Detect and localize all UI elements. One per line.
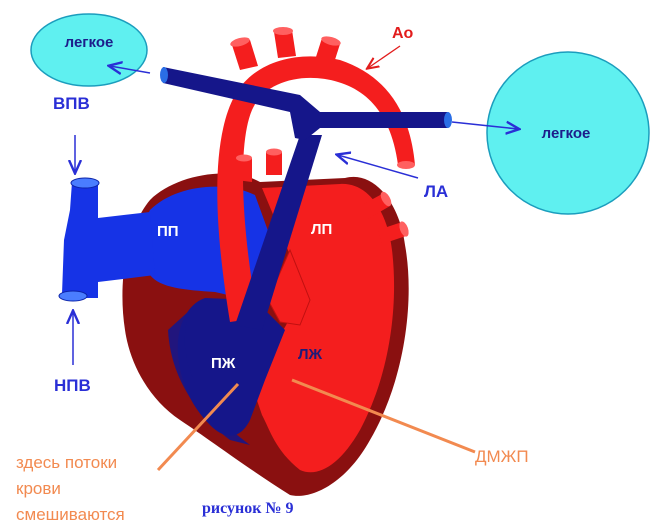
mixing-note-line2: крови: [16, 479, 61, 498]
pulmonary-vein-1: [236, 158, 252, 182]
pulmonary-vein-2-end: [266, 149, 282, 156]
mixing-note-line1: здесь потоки: [16, 453, 117, 472]
pulmonary-vein-1-end: [236, 155, 252, 162]
pulmonary-artery-left-end: [160, 67, 168, 83]
arrow-aorta: [368, 46, 400, 68]
right-atrium-label: ПП: [157, 223, 179, 240]
aorta-branch-2-end: [273, 27, 293, 35]
lung-left-label: легкое: [65, 34, 114, 51]
vsd-label: ДМЖП: [475, 447, 529, 466]
aorta-descending-end: [397, 161, 415, 169]
left-ventricle-label: ЛЖ: [298, 346, 323, 363]
lung-right-label: легкое: [542, 125, 591, 142]
ivc-opening: [59, 291, 87, 301]
svc-opening: [71, 178, 99, 188]
mixing-note-line3: смешиваются: [16, 505, 125, 524]
figure-caption: рисунок № 9: [202, 500, 294, 517]
left-atrium-label: ЛП: [311, 221, 332, 238]
right-ventricle-label: ПЖ: [211, 355, 236, 372]
aorta-label: Ао: [392, 25, 414, 42]
ivc-label: НПВ: [54, 376, 91, 395]
pulmonary-artery-label: ЛА: [424, 182, 448, 201]
pulmonary-artery-right-end: [444, 112, 452, 128]
svc-label: ВПВ: [53, 94, 90, 113]
